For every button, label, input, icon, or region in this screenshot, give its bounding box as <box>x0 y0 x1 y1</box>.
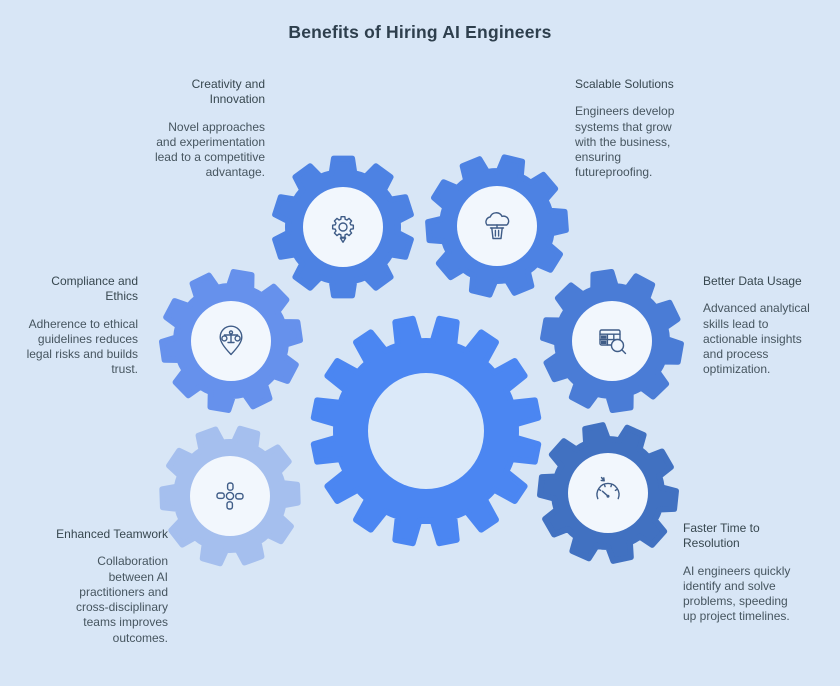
benefit-body: AI engineers quickly identify and solve … <box>683 563 791 624</box>
benefit-body: Collaboration between AI practitioners a… <box>75 554 168 645</box>
benefit-better-data-usage: Better Data Usage Advanced analytical sk… <box>703 274 835 378</box>
gear-faster <box>537 422 679 564</box>
gear-inner-circle <box>190 456 270 536</box>
benefit-faster-time-to-resolution: Faster Time to Resolution AI engineers q… <box>683 521 823 625</box>
gear-scalable <box>425 154 569 298</box>
gear-inner-circle <box>568 453 648 533</box>
gear-hole <box>368 373 484 489</box>
gear-compliance <box>159 269 303 413</box>
benefit-enhanced-teamwork: Enhanced Teamwork Collaboration between … <box>36 527 168 646</box>
benefit-creativity-and-innovation: Creativity and Innovation Novel approach… <box>115 77 265 181</box>
gear-creativity <box>272 155 414 299</box>
benefit-body: Novel approaches and experimentation lea… <box>154 119 265 180</box>
benefit-heading: Enhanced Teamwork <box>56 527 168 541</box>
teamwork-hands-icon <box>216 482 244 510</box>
benefit-scalable-solutions: Scalable Solutions Engineers develop sys… <box>575 77 715 181</box>
benefit-heading: Better Data Usage <box>703 274 802 288</box>
benefit-heading: Scalable Solutions <box>575 77 674 91</box>
speedometer-icon <box>596 476 620 500</box>
lightbulb-gear-icon <box>331 215 355 243</box>
gear-better-data <box>540 269 684 413</box>
benefit-heading: Compliance and Ethics <box>51 274 138 304</box>
growing-plant-icon <box>485 212 510 240</box>
benefit-body: Advanced analytical skills lead to actio… <box>703 301 810 377</box>
gear-inner-circle <box>572 301 652 381</box>
gear-teamwork <box>159 425 301 567</box>
benefit-heading: Faster Time to Resolution <box>683 521 760 551</box>
scales-pin-icon <box>219 325 243 356</box>
benefit-body: Engineers develop systems that grow with… <box>575 104 675 180</box>
gear-central <box>310 315 542 547</box>
benefit-compliance-and-ethics: Compliance and Ethics Adherence to ethic… <box>6 274 138 378</box>
page-title: Benefits of Hiring AI Engineers <box>288 22 552 42</box>
benefit-heading: Creativity and Innovation <box>191 77 265 107</box>
table-magnifier-icon <box>599 329 627 355</box>
gear-inner-circle <box>303 187 383 267</box>
benefit-body: Adherence to ethical guidelines reduces … <box>26 316 138 377</box>
